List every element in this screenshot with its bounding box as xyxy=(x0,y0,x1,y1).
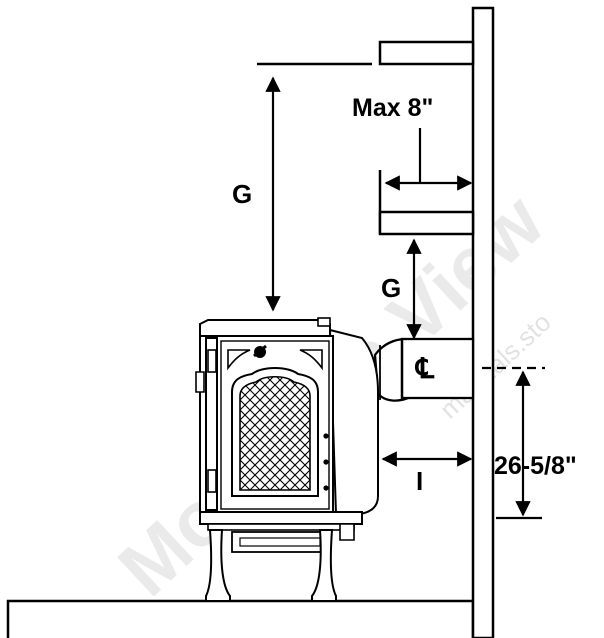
height-label: 26-5/8" xyxy=(494,452,577,480)
stove-leg-rear xyxy=(311,529,337,602)
lower-g-label: G xyxy=(381,273,401,303)
door-hinge-top xyxy=(207,349,217,373)
floor xyxy=(6,599,475,638)
i-label: I xyxy=(416,466,423,496)
scroll-right xyxy=(299,349,323,371)
upper-g-label: G xyxy=(232,179,252,209)
wood-stove xyxy=(195,317,379,602)
flue-pipe-section xyxy=(400,337,475,400)
stove-door-glass xyxy=(239,375,311,491)
stove-leg-back xyxy=(339,523,355,541)
stove-top xyxy=(199,319,331,337)
wall xyxy=(471,6,495,638)
scroll-left xyxy=(227,349,251,371)
mantel-shelf xyxy=(378,210,475,236)
structure xyxy=(6,6,495,638)
max-offset-dimension xyxy=(384,128,473,191)
flue-pipe xyxy=(373,337,475,402)
stove-leg-front xyxy=(205,529,231,602)
max-offset-label: Max 8" xyxy=(352,94,433,122)
stove-rear-body xyxy=(328,328,379,515)
door-hinge-bottom xyxy=(207,469,217,493)
side-handle xyxy=(195,371,205,393)
upper-shelf xyxy=(378,40,475,66)
stove-base xyxy=(199,511,363,525)
centerline-symbol: ℄ xyxy=(414,353,435,384)
